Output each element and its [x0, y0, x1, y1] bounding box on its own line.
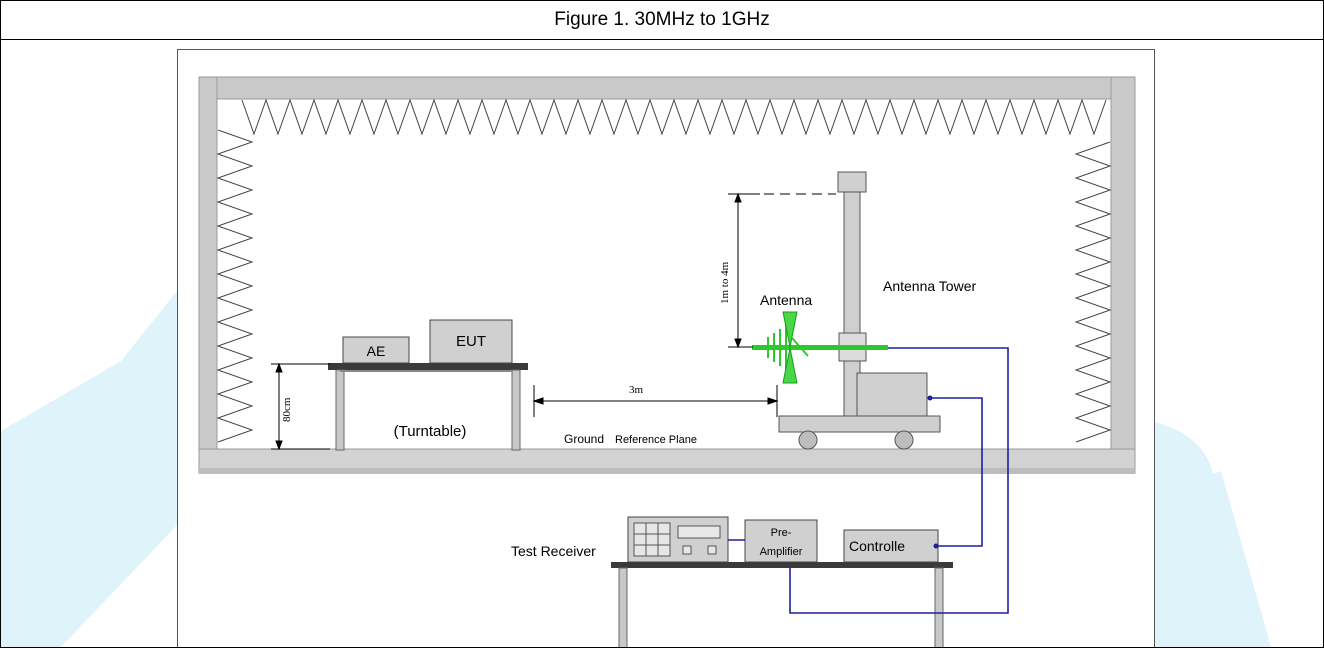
left-wall-absorbers	[216, 129, 254, 443]
chamber-right-wall	[1110, 76, 1136, 454]
chamber-left-wall	[198, 76, 218, 454]
right-wall-absorbers	[1074, 141, 1112, 443]
ae-label: AE	[367, 343, 386, 359]
diagram-panel: AE EUT 80cm (Turntable) 3m Ground Refere…	[177, 49, 1155, 647]
reference-plane-label: Reference Plane	[615, 434, 697, 446]
distance-3m-label: 3m	[629, 384, 644, 396]
pre-amplifier-box	[744, 519, 818, 563]
antenna-tower-label: Antenna Tower	[883, 278, 976, 294]
antenna-tower	[778, 171, 941, 450]
height-range-label: 1m to 4m	[719, 261, 731, 304]
turntable-label: (Turntable)	[394, 423, 467, 440]
antenna-label: Antenna	[760, 292, 812, 308]
height-80cm-arrow	[271, 362, 330, 451]
height-80cm-label: 80cm	[281, 397, 293, 422]
turntable	[328, 363, 528, 451]
chamber-top-wall	[198, 76, 1136, 100]
test-setup-diagram: AE EUT 80cm (Turntable) 3m Ground Refere…	[198, 76, 1136, 647]
pre-amplifier-label-line-1: Pre-	[771, 527, 792, 539]
eut-box	[429, 319, 513, 364]
test-receiver-label: Test Receiver	[511, 543, 596, 559]
ground-label: Ground	[564, 432, 604, 446]
pre-amplifier-label-line-2: Amplifier	[760, 546, 803, 558]
test-receiver	[627, 516, 729, 563]
measurement-desk	[611, 562, 953, 647]
ae-box	[342, 336, 410, 364]
antenna-element	[752, 311, 888, 384]
ceiling-absorbers	[241, 98, 1107, 136]
figure-title: Figure 1. 30MHz to 1GHz	[1, 1, 1323, 40]
eut-label: EUT	[456, 333, 486, 350]
controller-label: Controlle	[849, 538, 905, 554]
controller-box	[843, 529, 939, 563]
height-range-arrow	[728, 192, 836, 349]
cables	[728, 347, 1009, 614]
distance-3m-arrow	[532, 385, 779, 417]
